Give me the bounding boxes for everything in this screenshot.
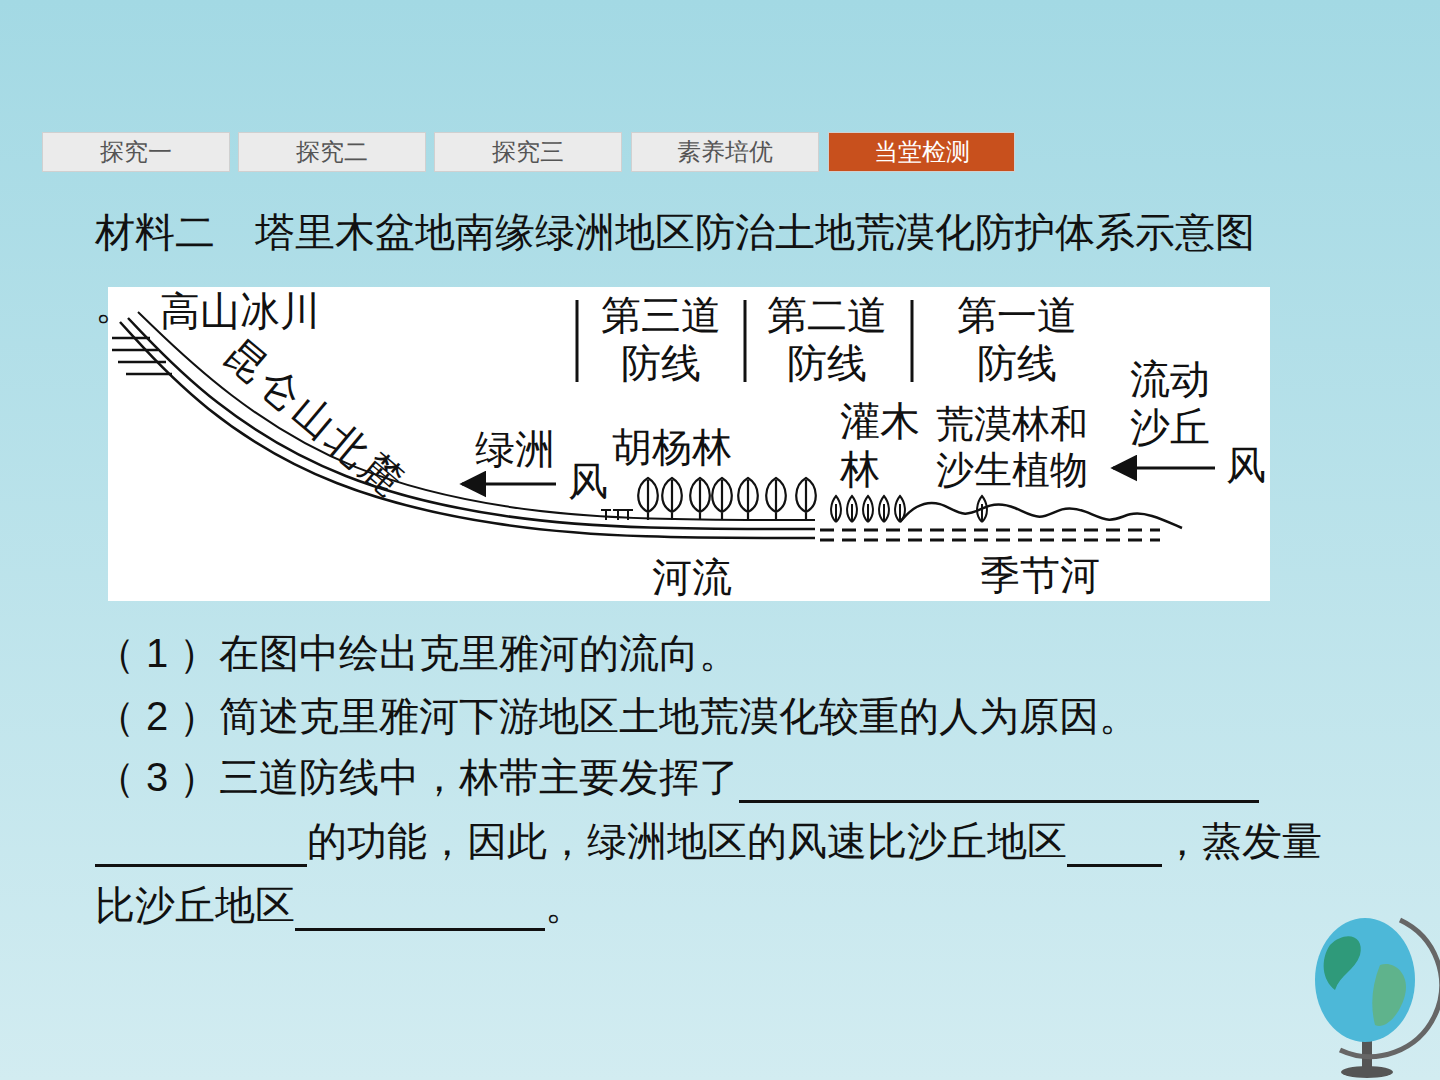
glacier-hatch xyxy=(126,373,172,376)
zone-divider xyxy=(911,300,914,382)
shrub xyxy=(879,496,889,522)
answer-blank xyxy=(739,756,1259,803)
sapling xyxy=(613,510,623,520)
shrub xyxy=(863,496,873,522)
question-text: （ 3 ）三道防线中，林带主要发挥了 xyxy=(95,755,739,799)
tab-label: 探究二 xyxy=(296,136,368,168)
sand-dune xyxy=(900,503,1182,528)
nav-tab: 当堂检测 xyxy=(828,132,1015,172)
wind-arrow xyxy=(1113,467,1215,470)
shrub xyxy=(895,496,905,522)
diagram-label: 灌木林 xyxy=(840,398,932,494)
poplar-tree xyxy=(796,478,816,520)
nav-tab: 探究一 xyxy=(42,132,230,172)
shrub xyxy=(847,496,857,522)
tab-label: 探究三 xyxy=(492,136,564,168)
poplar-tree xyxy=(690,478,710,520)
diagram-label: 季节河 xyxy=(980,552,1100,600)
poplar-tree xyxy=(662,478,682,520)
slope-line xyxy=(120,322,815,538)
diagram-label: 绿洲 xyxy=(475,426,555,474)
nav-tab: 探究三 xyxy=(434,132,622,172)
tab-label: 探究一 xyxy=(100,136,172,168)
sapling xyxy=(623,510,633,520)
slope-line xyxy=(128,318,815,529)
glacier-hatch xyxy=(112,349,158,352)
answer-blank xyxy=(1067,820,1162,867)
diagram-label: 第三道防线 xyxy=(590,292,732,388)
question-text: 。 xyxy=(545,883,585,927)
tab-label: 素养培优 xyxy=(677,136,773,168)
poplar-tree xyxy=(638,478,658,520)
poplar-tree xyxy=(738,478,758,520)
diagram-panel xyxy=(108,287,1270,601)
wind-arrow xyxy=(462,483,556,486)
answer-blank xyxy=(295,884,545,931)
globe-icon xyxy=(1315,918,1440,1078)
diagram-label: 高山冰川 xyxy=(160,288,320,336)
slide-title: 材料二 塔里木盆地南缘绿洲地区防治土地荒漠化防护体系示意图 xyxy=(95,205,1255,260)
answer-blank xyxy=(95,820,307,867)
diagram-label: 流动沙丘 xyxy=(1130,356,1222,452)
question-text: 的功能，因此，绿洲地区的风速比沙丘地区 xyxy=(307,819,1067,863)
diagram-label: 风 xyxy=(568,458,608,506)
diagram-label: 。 xyxy=(95,278,135,333)
shrub xyxy=(831,496,841,522)
poplar-tree xyxy=(712,478,732,520)
diagram-label: 河流 xyxy=(652,554,732,602)
nav-tab: 素养培优 xyxy=(631,132,819,172)
question-block: （ 3 ）三道防线中，林带主要发挥了的功能，因此，绿洲地区的风速比沙丘地区，蒸发… xyxy=(95,745,1330,937)
glacier-hatch xyxy=(118,361,166,364)
sapling xyxy=(601,510,611,520)
diagram-label: 胡杨林 xyxy=(612,424,732,472)
seasonal-river xyxy=(820,539,1160,542)
ground-line xyxy=(138,312,815,520)
poplar-tree xyxy=(766,478,786,520)
shrub xyxy=(977,496,987,522)
nav-tab: 探究二 xyxy=(238,132,426,172)
seasonal-river xyxy=(820,529,1160,532)
diagram-label: 风 xyxy=(1226,442,1266,490)
glacier-hatch xyxy=(112,337,150,340)
tab-label: 当堂检测 xyxy=(874,136,970,168)
diagram-label: 第一道防线 xyxy=(946,292,1088,388)
diagram-label: 第二道防线 xyxy=(756,292,898,388)
zone-divider xyxy=(744,300,747,382)
diagram-label: 荒漠林和沙生植物 xyxy=(936,402,1116,493)
question-text: （ 2 ）简述克里雅河下游地区土地荒漠化较重的人为原因。 xyxy=(95,689,1139,744)
zone-divider xyxy=(576,300,579,382)
question-text: （ 1 ）在图中绘出克里雅河的流向。 xyxy=(95,626,739,681)
